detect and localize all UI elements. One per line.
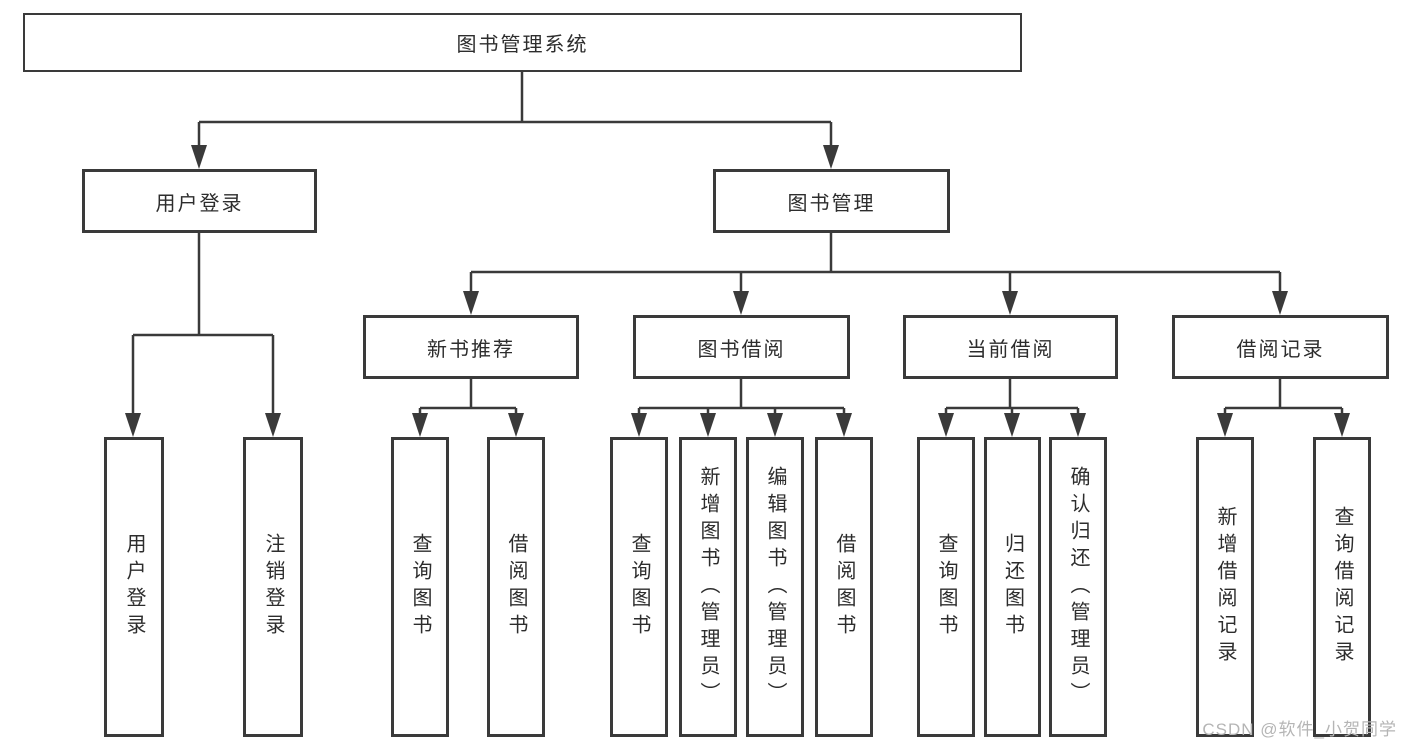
- node-new-book-recommendation: 新书推荐: [363, 315, 579, 379]
- csdn-watermark: CSDN @软件_小贺同学: [1202, 720, 1397, 739]
- leaf-add-borrow-record: 新增借阅记录: [1196, 437, 1254, 737]
- node-current-borrowing: 当前借阅: [903, 315, 1118, 379]
- leaf-logout: 注销登录: [243, 437, 303, 737]
- leaf-confirm-return-admin: 确认归还（管理员）: [1049, 437, 1107, 737]
- node-user-login: 用户登录: [82, 169, 317, 233]
- leaf-user-login: 用户登录: [104, 437, 164, 737]
- leaf-query-borrow-record: 查询借阅记录: [1313, 437, 1371, 737]
- node-book-borrowing: 图书借阅: [633, 315, 850, 379]
- leaf-query-books-current: 查询图书: [917, 437, 975, 737]
- arrowhead-icons: [125, 145, 1350, 437]
- node-borrowing-records: 借阅记录: [1172, 315, 1389, 379]
- leaf-return-books: 归还图书: [984, 437, 1041, 737]
- leaf-query-books-borrow: 查询图书: [610, 437, 668, 737]
- leaf-borrow-books: 借阅图书: [815, 437, 873, 737]
- node-book-management: 图书管理: [713, 169, 950, 233]
- node-library-management-system: 图书管理系统: [23, 13, 1022, 72]
- leaf-add-books-admin: 新增图书（管理员）: [679, 437, 737, 737]
- leaf-borrow-books-recommend: 借阅图书: [487, 437, 545, 737]
- leaf-query-books-recommend: 查询图书: [391, 437, 449, 737]
- leaf-edit-books-admin: 编辑图书（管理员）: [746, 437, 804, 737]
